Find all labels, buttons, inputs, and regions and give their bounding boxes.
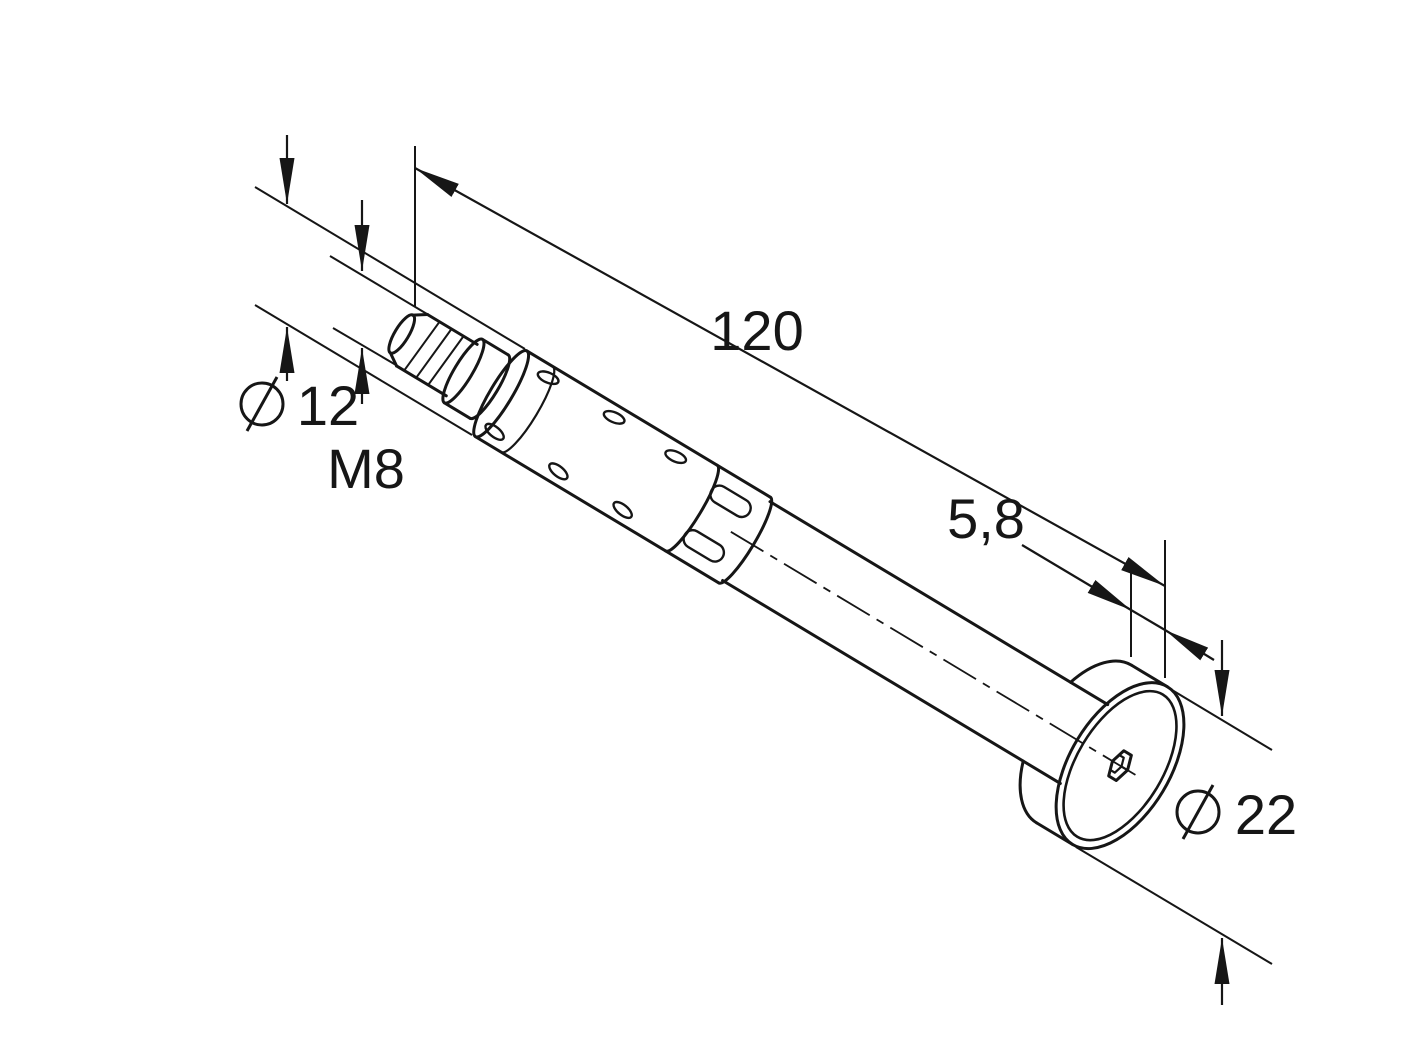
hole — [612, 500, 633, 520]
diameter-circle — [1175, 789, 1221, 835]
sleeve-face — [472, 349, 531, 439]
diameter-slash — [1181, 784, 1215, 840]
hex-socket — [1107, 749, 1133, 782]
slot — [682, 528, 726, 563]
extension-line — [1166, 686, 1273, 751]
hole — [548, 462, 569, 481]
dimension-label-body-diameter: 12 — [297, 374, 359, 437]
dimension-label-head-height: 5,8 — [947, 487, 1025, 550]
flange-back-arcs — [1018, 659, 1133, 825]
hole — [664, 449, 688, 465]
extension-line — [254, 186, 526, 350]
expansion-sleeve — [472, 349, 774, 585]
stud-tip-face — [387, 313, 417, 355]
dimension-line — [414, 167, 1166, 587]
thread-stud — [387, 312, 479, 398]
dimension-label-overall-length: 120 — [710, 299, 803, 362]
hex-socket-inner — [1109, 753, 1125, 774]
dimension-label-thread: M8 — [327, 437, 405, 500]
dimension-head-diameter: 22 — [1075, 640, 1297, 1005]
diameter-icon — [239, 376, 285, 432]
sleeve-holes — [484, 370, 688, 520]
dimension-overall-length: 120 — [414, 146, 1166, 678]
dimension-head-height: 5,8 — [947, 487, 1215, 661]
dimension-arrow — [1164, 629, 1215, 661]
dimension-line — [1130, 609, 1166, 631]
sleeve-groove-arc — [500, 365, 556, 454]
dimension-arrow — [1021, 544, 1132, 611]
slot — [709, 484, 752, 519]
diameter-icon — [1175, 784, 1221, 840]
dimensions: 120 12 M8 5,8 — [239, 135, 1297, 1005]
dimension-label-head-diameter: 22 — [1235, 783, 1297, 846]
extension-line — [1075, 846, 1273, 965]
slot-section-arcs — [664, 463, 774, 585]
diameter-circle — [239, 381, 285, 427]
center-line — [730, 531, 1143, 780]
head-inner-rim — [1062, 689, 1178, 842]
hole — [536, 370, 560, 386]
extension-line — [332, 327, 397, 366]
expansion-slots — [682, 484, 752, 563]
hex-socket-depth-lines — [1107, 749, 1129, 778]
dimension-body-diameter: 12 — [239, 135, 526, 437]
diameter-slash — [245, 376, 279, 432]
dimension-thread: M8 — [327, 200, 428, 500]
extension-line — [329, 255, 428, 315]
hole — [602, 409, 626, 425]
